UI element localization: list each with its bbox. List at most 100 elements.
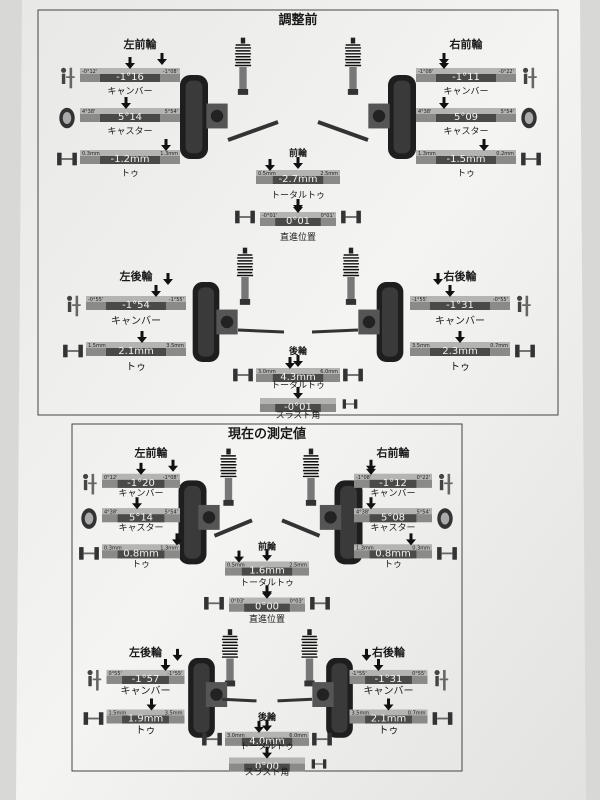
caster-wheel-icon	[59, 107, 75, 129]
gauge-max-label: 2.5mm	[320, 171, 338, 177]
gauge-value: 2.1mm	[118, 346, 153, 357]
thrust-angle-gauge: -0°01	[260, 387, 336, 413]
gauge-value: 5°14	[118, 112, 142, 123]
front-right-toe-label: トゥ	[457, 169, 475, 179]
gauge-min-label: 0.5mm	[258, 171, 276, 177]
gauge-max-label: 6.0mm	[320, 369, 338, 375]
gauge-value-band	[241, 737, 293, 746]
gauge-value: -1°31	[375, 674, 403, 685]
gauge-range-band	[354, 473, 432, 480]
gauge-value: 4.0mm	[249, 736, 284, 747]
straight-ahead-gauge: -0°01'0°01'0°01	[260, 201, 336, 227]
gauge-value: 1.6mm	[249, 566, 284, 577]
rear-left-hub	[205, 682, 228, 708]
gauge-range-band	[229, 757, 305, 764]
front-left-arrow-icon	[168, 459, 178, 472]
gauge-range-band	[416, 108, 516, 114]
gauge-max-label: 0°03'	[290, 599, 303, 605]
thrust-label: スラスト角	[245, 766, 290, 778]
gauge-value: -1°31	[446, 300, 474, 311]
gauge-max-label: 0.2mm	[496, 151, 514, 157]
gauge-min-label: 4°38'	[356, 509, 369, 515]
caster-wheel-icon	[521, 107, 537, 129]
front-left-tire	[180, 75, 208, 159]
gauge-max-label: 0°55'	[412, 671, 425, 677]
front-left-toe-label: トゥ	[132, 560, 150, 570]
gauge-max-label: 1.3mm	[160, 545, 178, 551]
front-left-camber-label: キャンバー	[107, 86, 152, 97]
gauge-value: 2.3mm	[442, 346, 477, 357]
gauge-marker-icon	[265, 159, 275, 171]
gauge-max-label: 0.3mm	[412, 545, 430, 551]
front-left-hub	[206, 103, 228, 129]
gauge-min-label: 3.0mm	[258, 369, 276, 375]
front-right-caster-label: キャスター	[370, 523, 415, 534]
gauge-value: 1.9mm	[128, 714, 163, 725]
gauge-range-band	[102, 473, 180, 480]
gauge-min-label: -1°08'	[356, 475, 371, 481]
gauge-range-band	[225, 561, 309, 568]
gauge-range-band	[229, 597, 305, 604]
gauge-max-label: 6.0mm	[289, 733, 307, 739]
gauge-value: -1.2mm	[111, 154, 150, 165]
gauge-max-label: -1°08'	[163, 69, 178, 75]
gauge-value-band	[100, 156, 160, 164]
rear-left-arrow-icon	[163, 273, 173, 285]
gauge-min-label: 0.5mm	[227, 563, 245, 569]
section-title: 調整前	[278, 12, 317, 28]
gauge-min-label: 3.0mm	[227, 733, 245, 739]
gauge-marker-icon	[161, 139, 171, 151]
gauge-min-label: 0°12'	[104, 475, 117, 481]
rear-right-camber-label: キャンバー	[435, 315, 485, 327]
straight-label: 直進位置	[280, 231, 316, 243]
gauge-marker-icon	[172, 533, 182, 546]
rear-left-arrow-icon	[172, 648, 183, 661]
front-left-caster-label: キャスター	[118, 523, 163, 534]
gauge-range-band	[349, 669, 428, 676]
gauge-marker-icon	[160, 658, 171, 671]
front-right-caster-label: キャスター	[443, 126, 488, 137]
rear-right-label: 右後輪	[443, 269, 478, 283]
gauge-value: -1°16	[116, 72, 144, 83]
rear-left-tire	[192, 282, 220, 362]
gauge-marker-icon	[285, 357, 295, 369]
rear-axle-arrow-icon	[262, 719, 272, 732]
gauge-min-label: 4°38'	[418, 109, 431, 115]
front-left-toe-label: トゥ	[121, 169, 139, 179]
gauge-marker-icon	[293, 201, 303, 213]
gauge-value-band	[122, 675, 169, 684]
gauge-range-band	[256, 170, 340, 176]
gauge-value-band	[244, 763, 290, 772]
gauge-value: -1°11	[452, 72, 480, 83]
front-right-camber-label: キャンバー	[370, 488, 415, 499]
gauge-marker-icon	[254, 720, 264, 733]
thrust-label: スラスト角	[276, 409, 321, 421]
section-frame	[37, 9, 559, 416]
gauge-range-band	[102, 508, 180, 515]
gauge-min-label: 1.5mm	[88, 343, 106, 349]
gauge-range-band	[349, 709, 428, 716]
gauge-marker-icon	[121, 97, 131, 109]
gauge-range-band	[86, 296, 186, 302]
front-right-caster-gauge: 4°38'5°54'5°08	[354, 497, 432, 523]
gauge-value: 0°00	[255, 602, 279, 613]
gauge-range-band	[256, 368, 340, 374]
rear-axle-arrow-icon	[293, 355, 303, 367]
gauge-marker-icon	[406, 533, 416, 546]
gauge-min-label: 1.3mm	[418, 151, 436, 157]
gauge-max-label: 0°01'	[321, 213, 334, 219]
gauge-min-label: 1.3mm	[356, 545, 374, 551]
rear-left-camber-label: キャンバー	[121, 685, 171, 697]
gauge-min-label: -1°55'	[352, 671, 367, 677]
front-right-camber-gauge: -1°08'0°22'-1°12	[354, 462, 432, 489]
front-axle-arrow-icon	[262, 549, 272, 562]
gauge-value-band	[241, 567, 293, 576]
rear-left-camber-gauge: -0°55'-1°55'-1°54	[86, 285, 186, 311]
front-axle-label: 前輪	[258, 541, 277, 553]
gauge-value-band	[117, 479, 165, 488]
gauge-value: 5°08	[381, 512, 405, 523]
front-left-label: 左前輪	[123, 37, 158, 51]
